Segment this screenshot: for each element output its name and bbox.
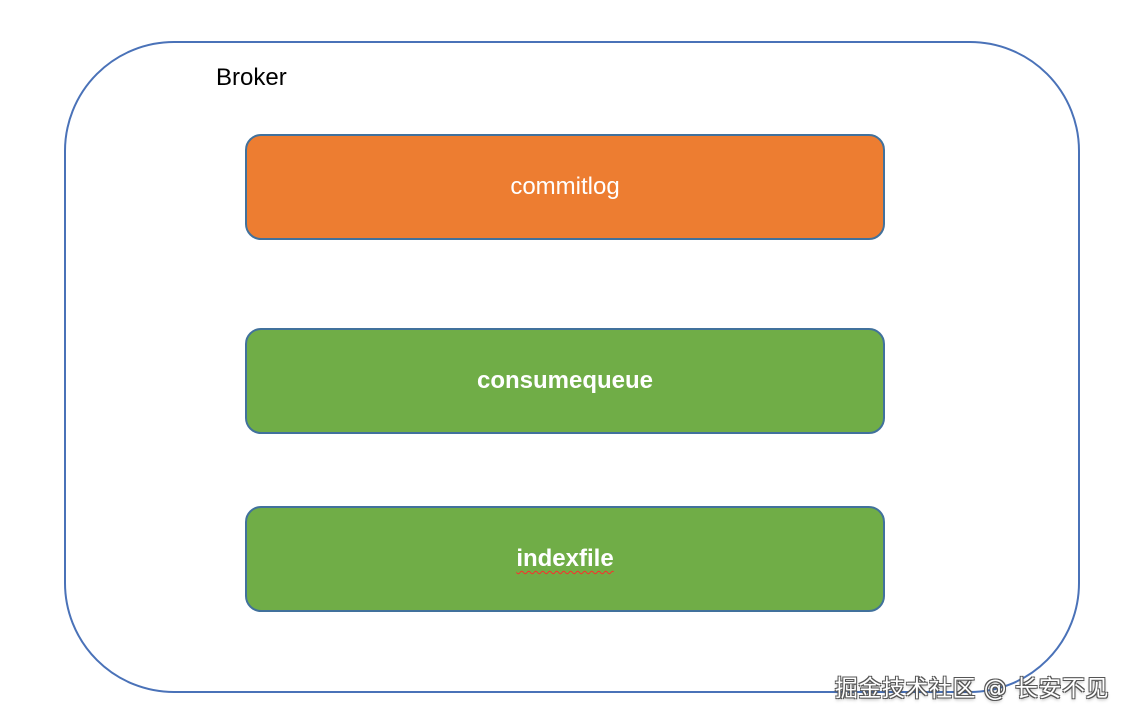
commitlog-label: commitlog <box>510 173 620 200</box>
commitlog-block: commitlog <box>245 134 885 240</box>
indexfile-block: indexfile <box>245 506 885 612</box>
consumequeue-block: consumequeue <box>245 328 885 434</box>
indexfile-label: indexfile <box>516 545 614 572</box>
consumequeue-label: consumequeue <box>476 367 654 394</box>
watermark-text: 掘金技术社区 @ 长安不见 <box>834 676 1109 702</box>
broker-label: Broker <box>216 64 287 91</box>
